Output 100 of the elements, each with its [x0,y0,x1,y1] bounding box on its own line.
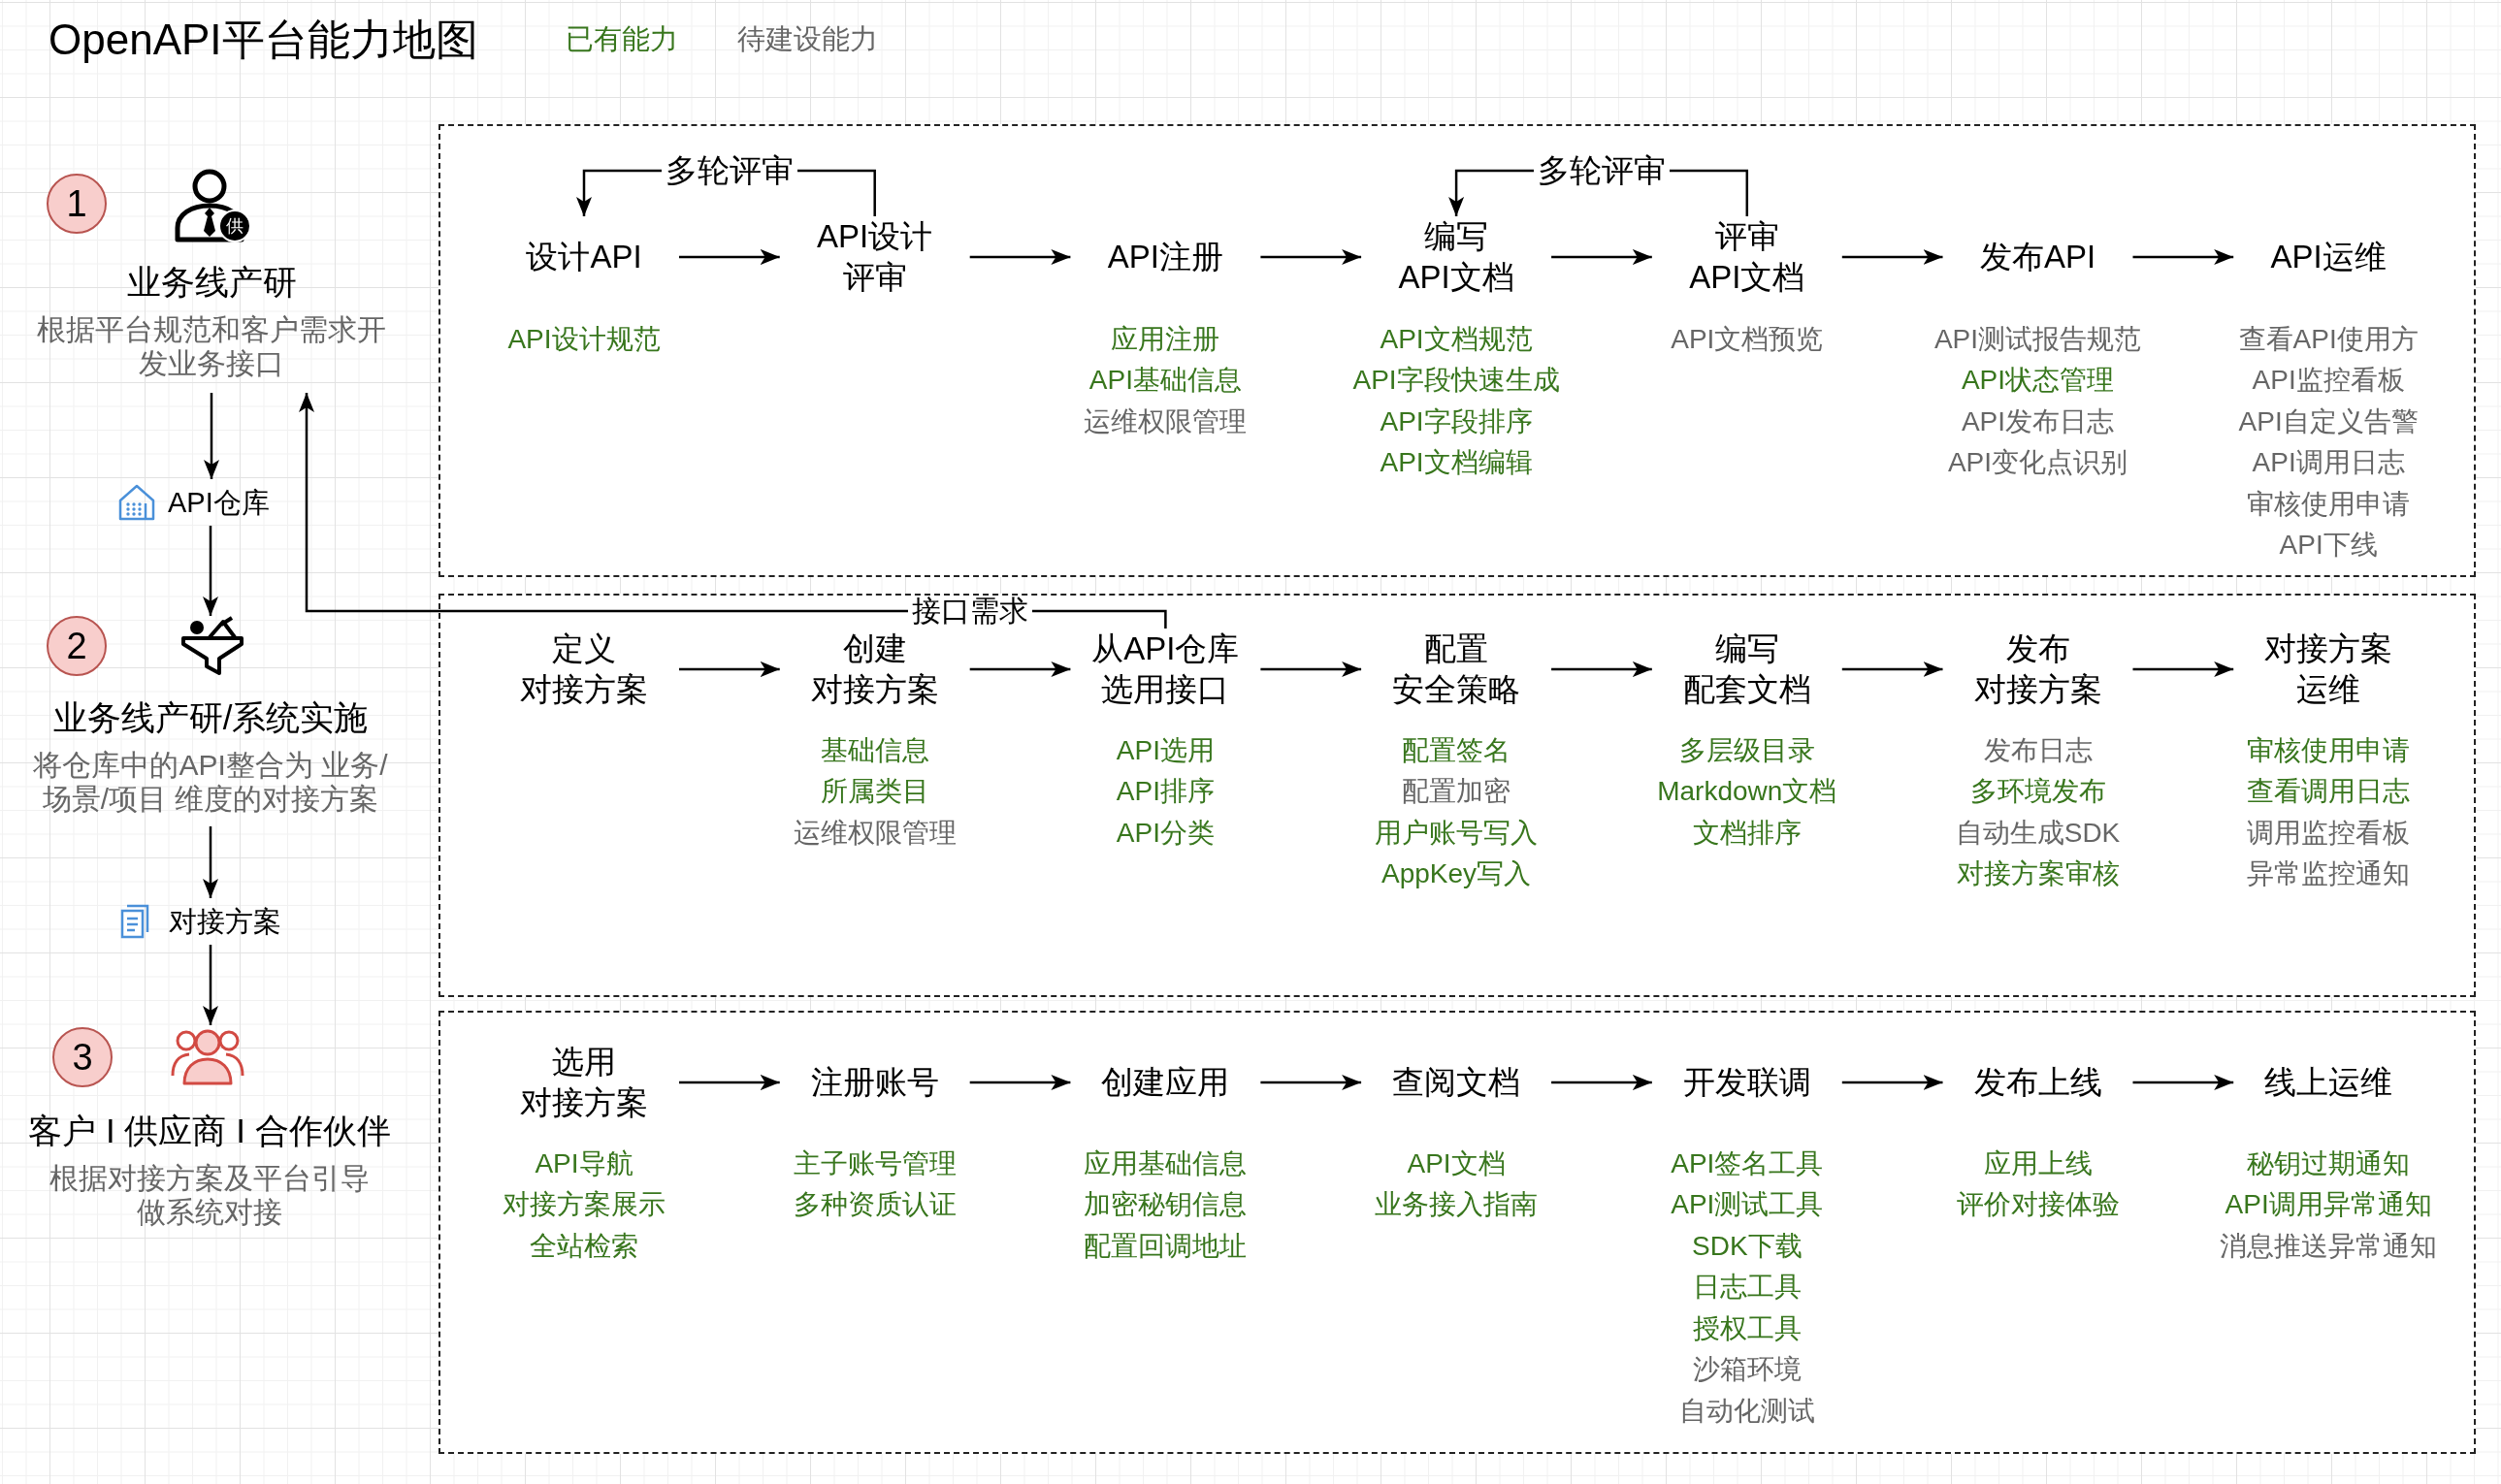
feature-item: 用户账号写入 [1375,816,1539,850]
feature-item: API文档 [1407,1146,1506,1180]
feature-item: 对接方案展示 [503,1188,666,1222]
feature-item: 运维权限管理 [1084,404,1248,438]
feature-item: API排序 [1116,775,1215,809]
feature-item: 多层级目录 [1678,733,1815,767]
badge: 供 [218,210,251,242]
edge-label: 多轮评审 [1533,153,1670,188]
legend-label: 待建设能力 [737,22,878,56]
arrow [2132,249,2234,265]
feature-item: 评价对接体验 [1956,1188,2120,1222]
feature-item: 审核使用申请 [2247,487,2411,521]
arrow [1551,249,1652,265]
feature-item: 授权工具 [1692,1311,1802,1345]
feature-item: 审核使用申请 [2247,733,2411,767]
feature-item: API文档规范 [1380,322,1533,356]
feature-item: 应用注册 [1111,322,1220,356]
feature-item: 多种资质认证 [793,1188,957,1222]
edge-label: 接口需求 [908,597,1032,626]
numbered-circle: 1 [47,174,107,234]
arrow [1551,1075,1652,1090]
stage-heading: 客户 I 供应商 I 合作伙伴 [28,1111,391,1151]
description: 根据对接方案及平台引导做系统对接 [49,1161,370,1229]
arrow [679,249,780,265]
arrow [2132,1075,2234,1090]
feature-item: Markdown文档 [1657,775,1837,809]
stage-heading: 业务线产研 [126,262,297,303]
feature-item: 查看调用日志 [2247,775,2411,809]
feature-item: 日志工具 [1692,1271,1802,1305]
icon-label: API仓库 [168,486,270,520]
step-title: 发布对接方案 [1973,629,2102,709]
icon-label: 对接方案 [169,905,281,939]
feature-item: 运维权限管理 [793,816,957,850]
arrow [969,1075,1071,1090]
step-title: 设计API [526,238,642,276]
feature-item: 沙箱环境 [1692,1353,1802,1387]
feature-item: 自动生成SDK [1955,816,2121,850]
step-title: 从API仓库选用接口 [1091,629,1240,709]
description: 将仓库中的API整合为 业务/场景/项目 维度的对接方案 [33,748,388,816]
feature-item: API下线 [2279,529,2378,563]
arrow [679,1075,780,1090]
arrow [1260,249,1362,265]
feature-item: API文档预览 [1671,322,1824,356]
feature-item: SDK下载 [1692,1229,1803,1263]
arrow [203,945,218,1025]
arrow [203,526,218,616]
arrow [2132,661,2234,677]
stage-heading: 业务线产研/系统实施 [52,697,369,738]
feature-item: 查看API使用方 [2238,322,2419,356]
feature-item: API选用 [1116,733,1215,767]
dashed-frame [438,124,2476,577]
dashed-frame [438,594,2476,997]
feature-item: API字段排序 [1380,404,1533,438]
step-title: 查阅文档 [1392,1063,1521,1102]
arrow [1841,661,1943,677]
arrow [969,249,1071,265]
step-title: 创建对接方案 [810,629,939,709]
feature-item: API测试工具 [1671,1188,1824,1222]
description: 根据平台规范和客户需求开发业务接口 [37,312,386,380]
feature-item: 应用基础信息 [1084,1146,1248,1180]
feature-item: API调用异常通知 [2225,1188,2432,1222]
step-title: 选用对接方案 [520,1043,648,1122]
step-title: 线上运维 [2264,1063,2393,1102]
step-title: 定义对接方案 [520,629,648,709]
feature-item: API调用日志 [2252,446,2405,480]
feature-item: 业务接入指南 [1375,1188,1539,1222]
step-title: 注册账号 [810,1063,939,1102]
feature-item: 文档排序 [1692,816,1802,850]
feature-item: 多环境发布 [1969,775,2106,809]
step-title: 编写API文档 [1398,217,1514,297]
arrow [1260,661,1362,677]
feature-item: API签名工具 [1671,1146,1824,1180]
feature-item: API基础信息 [1088,364,1242,398]
step-title: 评审API文档 [1689,217,1805,297]
feature-item: API设计规范 [507,322,661,356]
feature-item: API状态管理 [1961,364,2115,398]
feature-item: 自动化测试 [1678,1394,1815,1428]
feature-item: 消息推送异常通知 [2220,1229,2438,1263]
arrow [1841,249,1943,265]
dashed-frame [438,1011,2476,1454]
arrow [679,661,780,677]
arrow [1841,1075,1943,1090]
feature-item: API导航 [535,1146,633,1180]
feature-item: API自定义告警 [2238,404,2419,438]
feature-item: 异常监控通知 [2247,857,2411,891]
legend-label: 已有能力 [566,22,678,56]
numbered-circle: 3 [52,1027,113,1087]
arrow [299,393,1167,629]
arrow [203,826,218,898]
step-title: API设计评审 [817,217,933,297]
step-title: 发布API [1979,238,2096,276]
feature-item: API测试报告规范 [1933,322,2142,356]
feature-item: 配置签名 [1402,733,1511,767]
feature-item: 所属类目 [820,775,929,809]
step-title: 编写配套文档 [1682,629,1811,709]
arrow [204,393,219,479]
step-title: 创建应用 [1101,1063,1230,1102]
step-title: 开发联调 [1682,1063,1811,1102]
feature-item: API文档编辑 [1380,446,1533,480]
feature-item: API发布日志 [1961,404,2115,438]
